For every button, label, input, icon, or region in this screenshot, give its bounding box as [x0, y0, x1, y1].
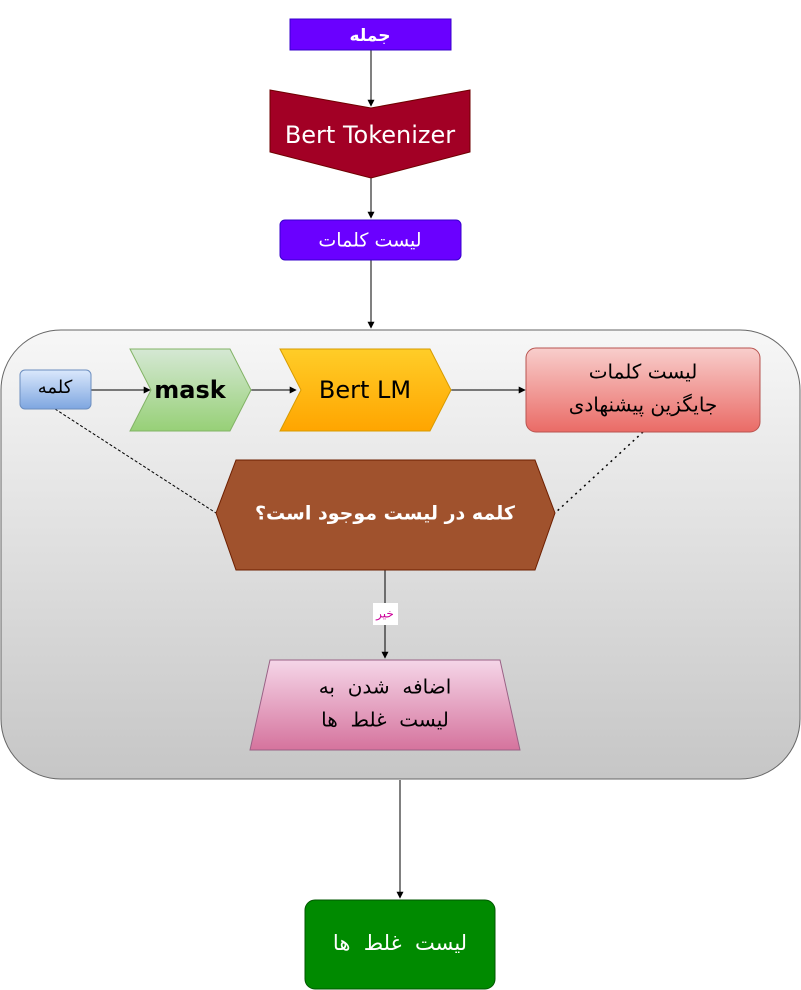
- node-add-to-errors-line2: لیست غلط ها: [321, 708, 449, 732]
- node-suggestions-line2: جایگزین پیشنهادی: [569, 393, 718, 418]
- node-error-list-label: لیست غلط ها: [333, 931, 467, 955]
- edge-word-decision: [54, 408, 217, 514]
- node-word: [19, 369, 92, 410]
- node-word-list: [279, 219, 462, 261]
- node-add-to-errors-line1: اضافه شدن به: [319, 675, 452, 699]
- edge-suggestions-decision: [554, 431, 644, 514]
- node-decision-label: کلمه در لیست موجود است؟: [255, 503, 516, 525]
- node-mask: [129, 348, 252, 432]
- node-suggestions: [525, 347, 761, 433]
- edge-no-label-bg: [373, 603, 398, 625]
- node-bert-lm: [279, 348, 452, 432]
- edge-no-label: خیر: [375, 607, 394, 622]
- node-bert-tokenizer: [269, 89, 471, 179]
- node-decision: [215, 459, 556, 571]
- node-error-list: [304, 899, 496, 990]
- node-word-list-label: لیست کلمات: [318, 230, 421, 252]
- node-bert-lm-label: Bert LM: [319, 376, 411, 404]
- node-mask-label: mask: [154, 376, 226, 404]
- node-bert-tokenizer-label: Bert Tokenizer: [285, 121, 455, 149]
- node-add-to-errors: [249, 659, 521, 751]
- node-sentence: [289, 18, 452, 51]
- node-word-label: کلمه: [38, 377, 73, 398]
- node-suggestions-line1: لیست کلمات: [589, 360, 698, 384]
- node-sentence-label: جمله: [350, 26, 391, 46]
